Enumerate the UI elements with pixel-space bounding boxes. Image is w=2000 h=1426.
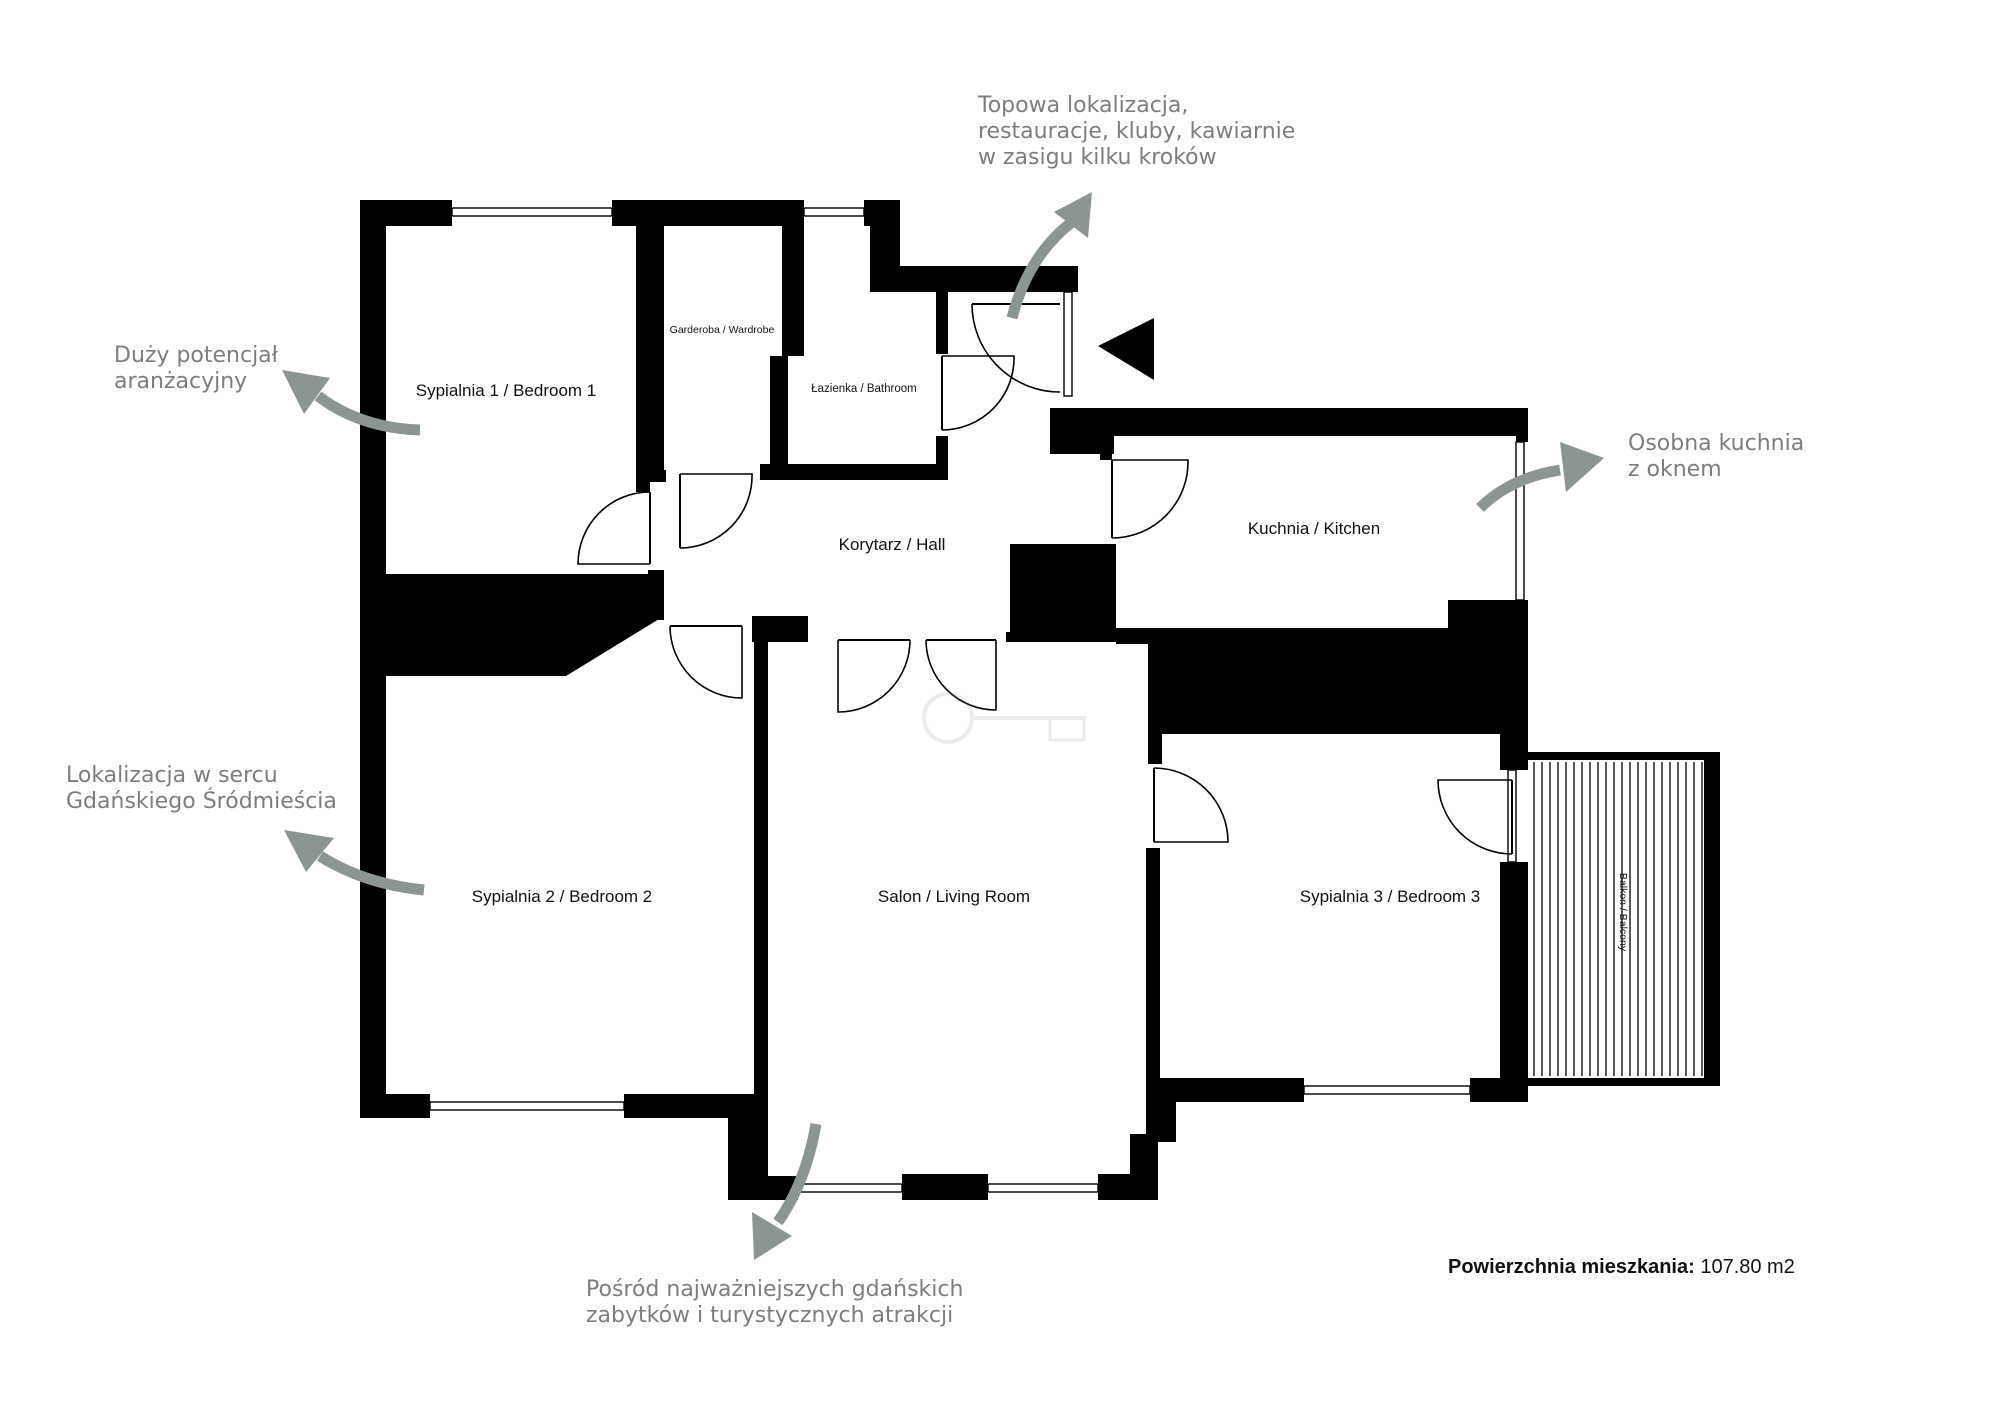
label-hall: Korytarz / Hall [839,535,946,554]
arrow-bottom [773,1123,822,1226]
apartment-area: Powierzchnia mieszkania: 107.80 m2 [1448,1256,1795,1279]
label-bedroom3: Sypialnia 3 / Bedroom 3 [1300,887,1481,906]
area-label: Powierzchnia mieszkania: [1448,1256,1695,1278]
wall-kitchen-bottom [1116,628,1528,644]
wall-bathroom-bottom [760,464,948,480]
label-kitchen: Kuchnia / Kitchen [1248,519,1380,538]
wall-living-left [754,630,768,1182]
label-bedroom2: Sypialnia 2 / Bedroom 2 [472,887,653,906]
wall-wardrobe-bathroom-lower [770,356,788,474]
wall-wardrobe-bathroom [782,200,804,356]
door-kitchen-swing[interactable] [1111,459,1189,539]
doors [577,303,1513,855]
annotation-arrows [282,192,1604,1260]
wall-bedroom3-right [1500,862,1528,1102]
window-living-a [797,1183,903,1193]
annotation-right-line1: Osobna kuchnia [1628,431,1804,456]
door-bedroom1-swing[interactable] [577,491,651,565]
wall-living-bottom-b [902,1174,988,1200]
annotation-left2-line2: Gdańskiego Śródmieścia [66,788,337,814]
window-bathroom [803,207,865,217]
annotation-bottom-line1: Pośród najważniejszych gdańskich [586,1277,963,1302]
key-watermark-icon [922,692,1086,744]
wall-living-bottom-a [728,1176,798,1200]
label-living-room: Salon / Living Room [878,887,1030,906]
arrow-left-bottom [317,851,425,896]
wall-kitchen-left-stub [1100,436,1112,460]
walls [360,200,1720,1200]
wall-bedroom1-wardrobe [636,200,664,480]
window-bedroom3 [1303,1085,1471,1095]
wall-bedroom3-left-top [1148,644,1162,764]
annotation-left1-line2: aranżacyjny [114,369,247,394]
annotation-top-line1: Topowa lokalizacja, [977,93,1188,118]
window-entrance [1063,291,1073,397]
wall-kitchen-top [1050,408,1528,436]
annotation-left1-line1: Duży potencjał [114,343,279,368]
label-balcony: Balkon / Balcony [1617,873,1629,952]
annotation-right-line2: z oknem [1628,457,1722,482]
wall-column [1010,544,1116,640]
arrow-left-top [314,391,421,436]
wall-bedroom3-bottom-a [1146,1078,1304,1102]
wall-bathroom-right-top [936,292,948,354]
door-entrance-swing[interactable] [971,303,1061,393]
annotation-top-line2: restauracje, kluby, kawiarnie [978,119,1295,144]
window-living-b [987,1183,1099,1193]
wall-bedroom1-bedroom2 [386,574,664,676]
door-living-left-swing[interactable] [837,639,911,713]
annotation-left2-line1: Lokalizacja w sercu [66,763,278,788]
arrow-left-top-head-icon [282,370,330,414]
door-bedroom2-swing[interactable] [669,625,743,699]
wall-wardrobe-bottom [636,470,666,482]
balcony-deck [1533,762,1703,1076]
arrow-right [1476,464,1561,512]
window-kitchen [1515,441,1525,601]
wall-living-step-right [1130,1134,1158,1200]
room-labels: Sypialnia 1 / Bedroom 1 Garderoba / Ward… [416,324,1629,952]
door-wardrobe-swing[interactable] [679,473,753,549]
wall-bedroom3-bottom-b [1470,1078,1528,1102]
arrow-top-head-icon [1054,192,1092,238]
balcony-frame-top [1528,752,1720,760]
annotations: Topowa lokalizacja, restauracje, kluby, … [66,93,1804,1328]
door-bathroom-swing[interactable] [941,355,1015,431]
label-bathroom: Łazienka / Bathroom [811,383,916,395]
wall-bedroom2-bottom-a [360,1094,430,1118]
wall-bedroom1-jamb [636,480,650,492]
balcony-frame-bottom [1528,1078,1720,1086]
door-bedroom3-swing[interactable] [1153,767,1229,843]
label-bedroom1: Sypialnia 1 / Bedroom 1 [416,381,597,400]
wall-top-bedroom1-a [360,200,452,226]
window-bedroom1 [451,207,613,217]
wall-entrance-top [870,266,1078,292]
label-wardrobe: Garderoba / Wardrobe [670,324,775,336]
door-living-right-swing[interactable] [925,639,997,711]
door-balcony-swing[interactable] [1437,779,1513,855]
area-value: 107.80 m2 [1700,1256,1795,1278]
window-bedroom2 [429,1101,625,1111]
wall-kitchen-left-lower [1100,544,1116,638]
arrow-top [1006,217,1076,320]
balcony-frame-right [1704,752,1720,1086]
annotation-top-line3: w zasigu kilku kroków [978,145,1217,170]
entrance-triangle-icon [1098,318,1154,380]
annotation-bottom-line2: zabytków i turystycznych atrakcji [586,1303,953,1328]
arrow-right-head-icon [1560,442,1604,492]
wall-kitchen-right-top [1516,408,1528,442]
wall-bedroom3-top [1148,644,1528,734]
wall-left-outer [360,200,386,1118]
arrow-bottom-head-icon [752,1212,792,1260]
wall-kitchen-right [1500,600,1528,770]
wall-living-right [1146,848,1160,1094]
arrow-left-bottom-head-icon [284,830,334,872]
